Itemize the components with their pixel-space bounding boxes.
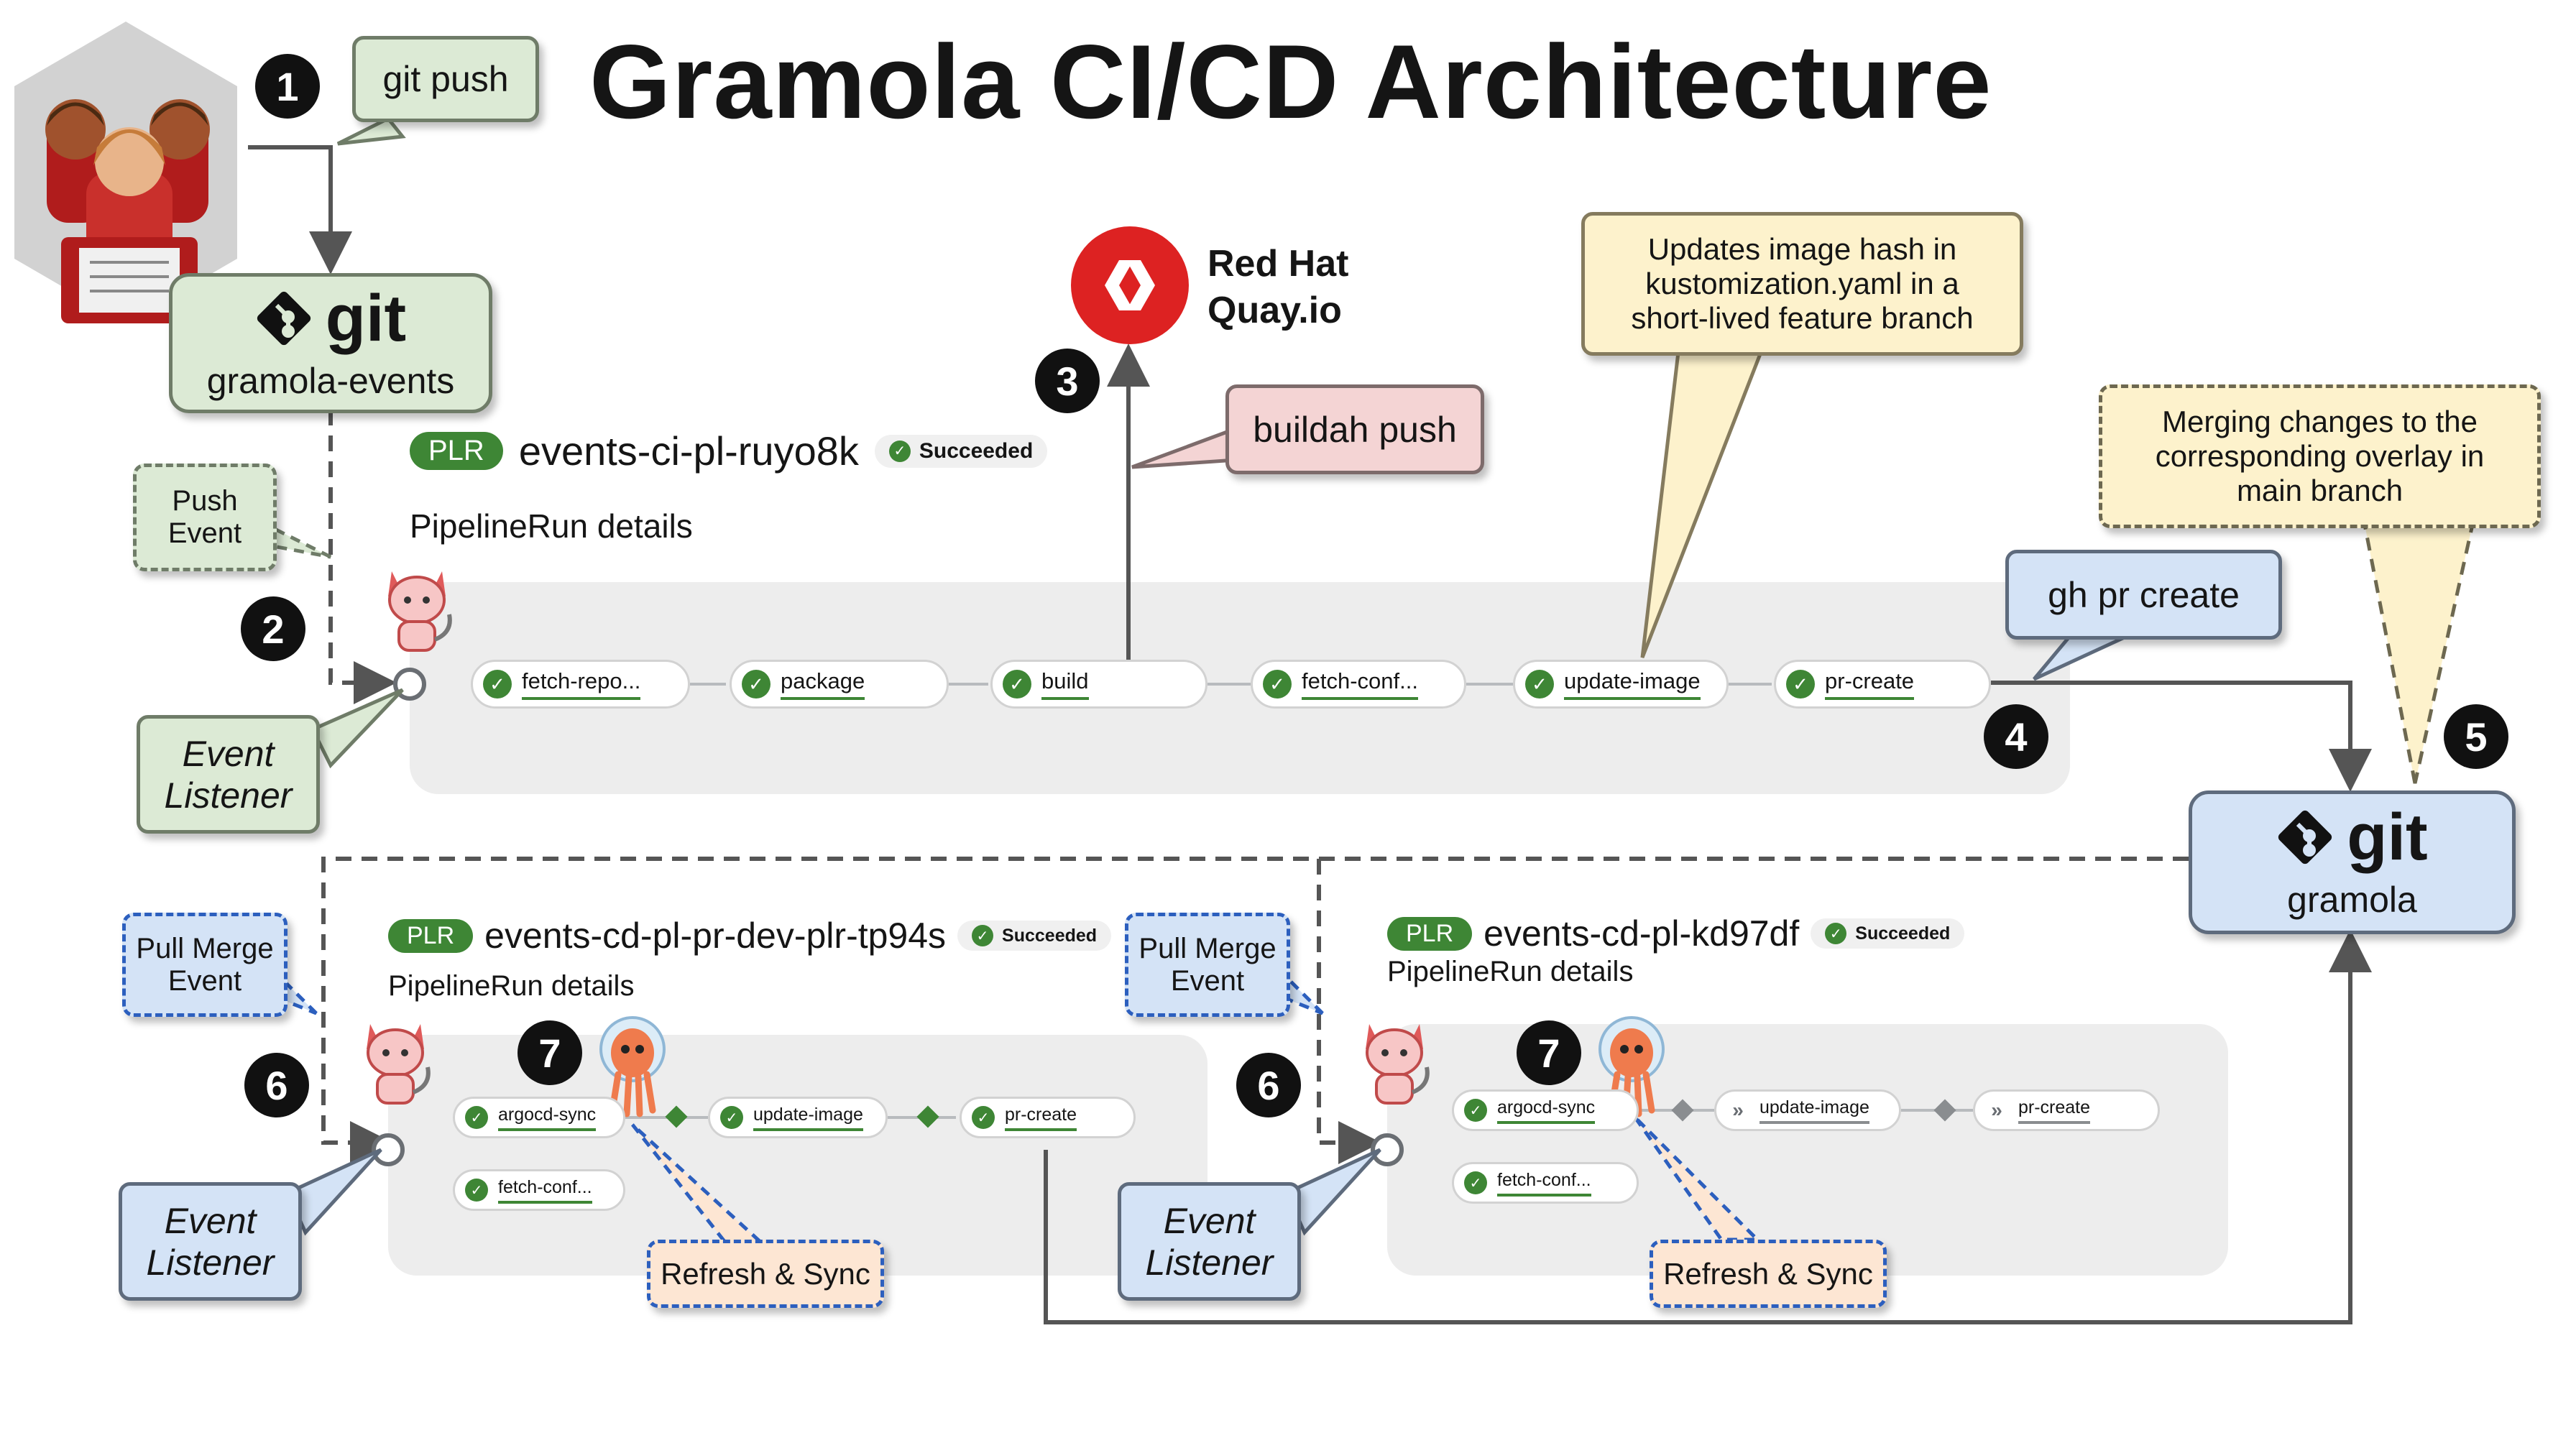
check-icon: ✓ bbox=[1464, 1171, 1487, 1194]
task-pr-create[interactable]: »pr-create bbox=[1973, 1089, 2160, 1131]
check-icon: ✓ bbox=[972, 925, 994, 946]
plr-tag: PLR bbox=[410, 432, 503, 470]
pipeline-run-subtitle: PipelineRun details bbox=[1387, 956, 1634, 987]
status-badge: ✓ Succeeded bbox=[957, 921, 1112, 951]
cd-dev-pipeline-panel bbox=[388, 1035, 1208, 1276]
argo-octopus-icon bbox=[599, 1016, 666, 1117]
task-build[interactable]: ✓build bbox=[990, 660, 1208, 709]
git-icon bbox=[257, 291, 310, 345]
git-logo: git bbox=[2276, 804, 2428, 870]
check-icon: ✓ bbox=[888, 440, 911, 462]
check-icon: ✓ bbox=[483, 670, 512, 699]
page-title: Gramola CI/CD Architecture bbox=[589, 23, 1992, 140]
git-push-callout: git push bbox=[352, 36, 539, 122]
check-icon: ✓ bbox=[1003, 670, 1031, 699]
pull-merge-event-callout-a: Pull Merge Event bbox=[122, 913, 288, 1017]
event-listener-callout-b: Event Listener bbox=[1118, 1182, 1301, 1301]
buildah-push-callout: buildah push bbox=[1225, 384, 1484, 474]
step-badge-6b: 6 bbox=[1236, 1053, 1301, 1117]
check-icon: ✓ bbox=[972, 1106, 995, 1129]
task-pr-create[interactable]: ✓pr-create bbox=[1774, 660, 1991, 709]
task-fetch-conf[interactable]: ✓fetch-conf... bbox=[453, 1169, 625, 1211]
git-logo: git bbox=[255, 285, 406, 351]
pipeline-run-subtitle: PipelineRun details bbox=[410, 507, 693, 545]
plr-tag: PLR bbox=[1387, 916, 1473, 951]
cd-dev-pipeline-header: PLR events-cd-pl-pr-dev-plr-tp94s ✓ Succ… bbox=[388, 915, 1112, 956]
task-fetch-repo[interactable]: ✓fetch-repo... bbox=[471, 660, 690, 709]
check-icon: ✓ bbox=[1786, 670, 1815, 699]
step-badge-6a: 6 bbox=[244, 1053, 309, 1117]
team-illustration bbox=[14, 22, 237, 323]
task-fetch-conf[interactable]: ✓fetch-conf... bbox=[1452, 1162, 1639, 1204]
refresh-sync-callout-b: Refresh & Sync bbox=[1650, 1240, 1887, 1308]
check-icon: ✓ bbox=[1825, 923, 1847, 944]
pipeline-run-name[interactable]: events-cd-pl-kd97df bbox=[1484, 913, 1800, 954]
status-badge: ✓ Succeeded bbox=[874, 434, 1048, 468]
check-icon: ✓ bbox=[742, 670, 770, 699]
check-icon: ✓ bbox=[465, 1106, 488, 1129]
step-badge-4: 4 bbox=[1984, 704, 2048, 769]
task-fetch-conf[interactable]: ✓fetch-conf... bbox=[1251, 660, 1466, 709]
task-argocd-sync[interactable]: ✓argocd-sync bbox=[453, 1097, 625, 1138]
pipeline-run-name[interactable]: events-cd-pl-pr-dev-plr-tp94s bbox=[484, 916, 947, 956]
tekton-cat-icon bbox=[1366, 1024, 1430, 1105]
check-icon: ✓ bbox=[465, 1179, 488, 1202]
task-update-image[interactable]: ✓update-image bbox=[1513, 660, 1729, 709]
check-icon: ✓ bbox=[1464, 1099, 1487, 1122]
git-icon bbox=[2278, 810, 2332, 865]
event-listener-callout-ci: Event Listener bbox=[137, 715, 320, 834]
step-badge-7b: 7 bbox=[1517, 1020, 1581, 1085]
repo-label: gramola bbox=[2287, 880, 2417, 920]
refresh-sync-callout-a: Refresh & Sync bbox=[647, 1240, 884, 1308]
pipeline-run-subtitle: PipelineRun details bbox=[388, 970, 635, 1002]
gramola-events-repo[interactable]: git gramola-events bbox=[169, 273, 492, 413]
quay-icon bbox=[1105, 260, 1155, 310]
step-badge-1: 1 bbox=[255, 54, 320, 119]
step-badge-5: 5 bbox=[2444, 704, 2508, 769]
gramola-repo[interactable]: git gramola bbox=[2189, 790, 2516, 934]
task-argocd-sync[interactable]: ✓argocd-sync bbox=[1452, 1089, 1639, 1131]
task-update-image[interactable]: »update-image bbox=[1714, 1089, 1901, 1131]
quay-logo bbox=[1071, 226, 1189, 344]
quay-label: Red Hat Quay.io bbox=[1208, 243, 1349, 331]
status-badge: ✓ Succeeded bbox=[1811, 918, 1965, 949]
ci-pipeline-header: PLR events-ci-pl-ruyo8k ✓ Succeeded bbox=[410, 428, 1048, 474]
gh-pr-create-callout: gh pr create bbox=[2005, 550, 2282, 640]
task-pr-create[interactable]: ✓pr-create bbox=[960, 1097, 1136, 1138]
step-badge-3: 3 bbox=[1035, 349, 1100, 413]
plr-tag: PLR bbox=[388, 918, 474, 953]
task-package[interactable]: ✓package bbox=[730, 660, 949, 709]
skipped-icon: » bbox=[1991, 1099, 2002, 1121]
step-badge-7a: 7 bbox=[518, 1020, 582, 1085]
push-event-callout: Push Event bbox=[133, 464, 277, 571]
pull-merge-event-callout-b: Pull Merge Event bbox=[1125, 913, 1290, 1017]
check-icon: ✓ bbox=[1525, 670, 1554, 699]
cd-pipeline-header: PLR events-cd-pl-kd97df ✓ Succeeded bbox=[1387, 913, 1965, 954]
check-icon: ✓ bbox=[720, 1106, 743, 1129]
updates-image-hash-callout: Updates image hash in kustomization.yaml… bbox=[1581, 212, 2023, 356]
check-icon: ✓ bbox=[1263, 670, 1292, 699]
merging-changes-callout: Merging changes to the corresponding ove… bbox=[2099, 384, 2541, 528]
step-badge-2: 2 bbox=[241, 596, 305, 661]
skipped-icon: » bbox=[1732, 1099, 1744, 1121]
task-update-image[interactable]: ✓update-image bbox=[708, 1097, 888, 1138]
tekton-cat-icon bbox=[367, 1024, 431, 1105]
event-listener-callout-a: Event Listener bbox=[119, 1182, 302, 1301]
argo-octopus-icon bbox=[1598, 1016, 1665, 1117]
repo-label: gramola-events bbox=[206, 360, 455, 401]
pipeline-run-name[interactable]: events-ci-pl-ruyo8k bbox=[518, 428, 859, 474]
tekton-cat-icon bbox=[388, 571, 452, 652]
